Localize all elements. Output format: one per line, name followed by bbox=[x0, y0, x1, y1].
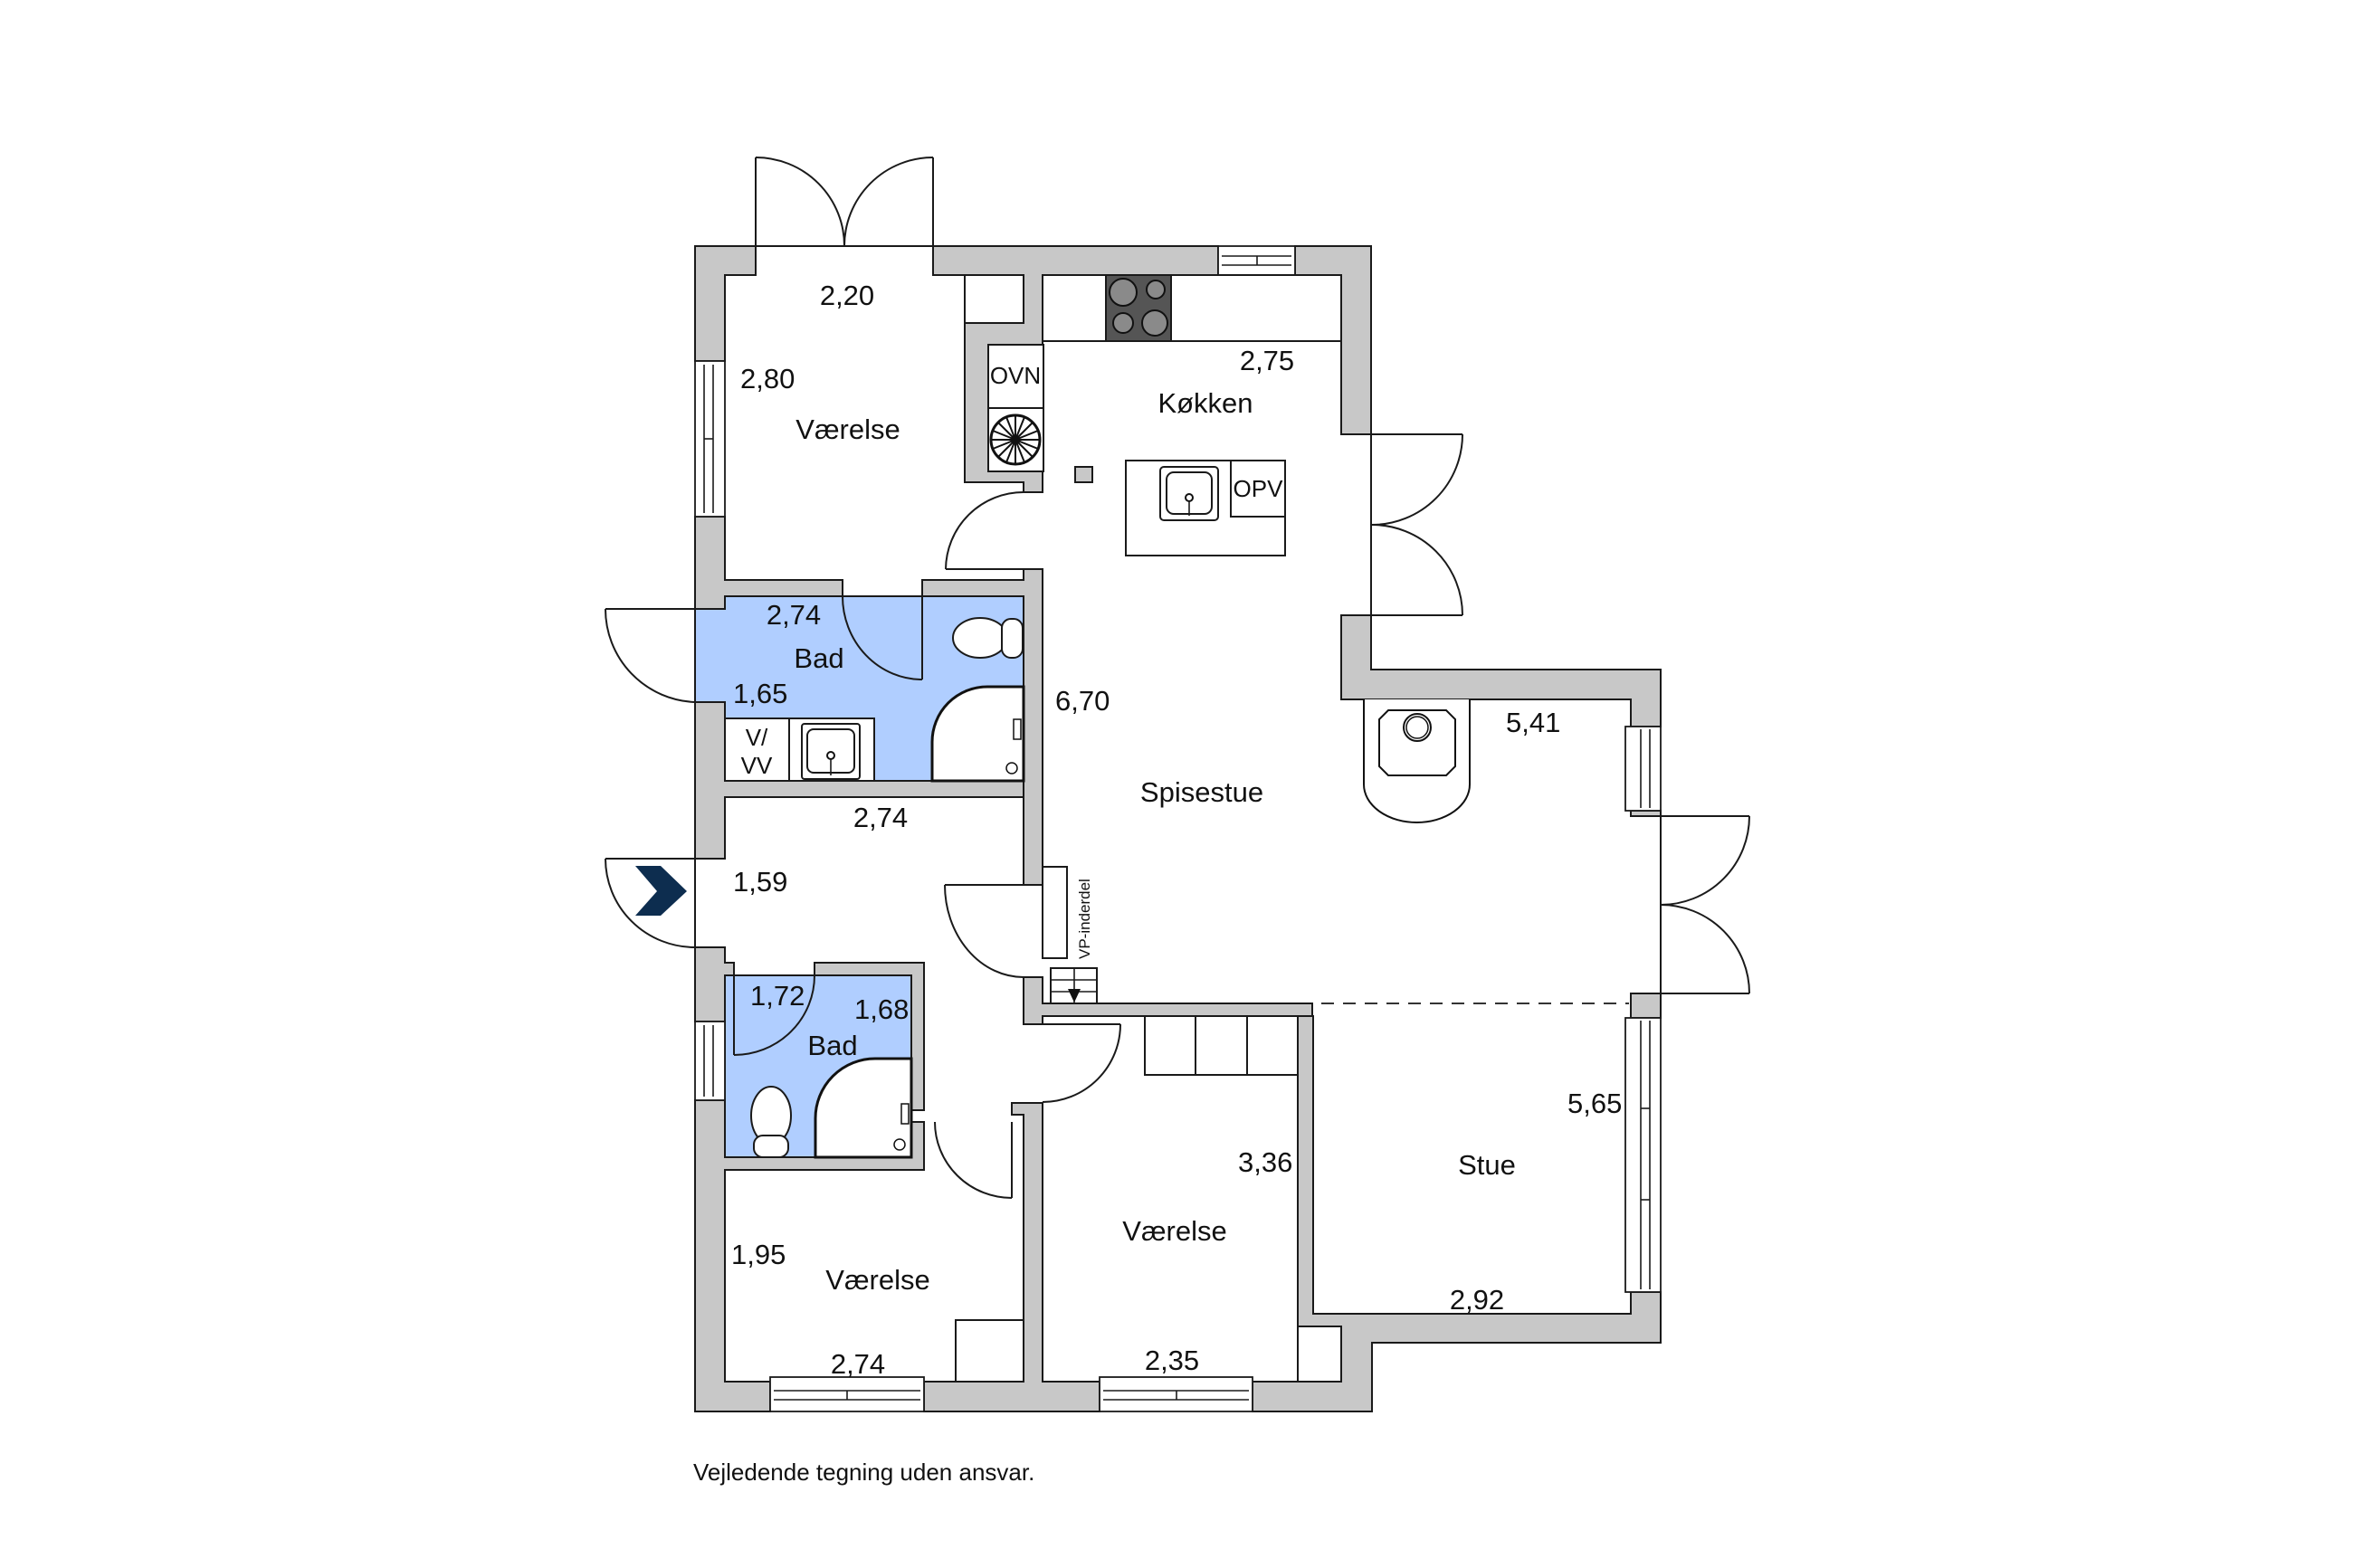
dim-bad-lower-width: 1,72 bbox=[750, 980, 805, 1012]
kitchen-fixtures: OVN OPV bbox=[964, 274, 1342, 556]
label-spisestue: Spisestue bbox=[1140, 776, 1263, 808]
dim-vaerelse-sw-width: 2,74 bbox=[831, 1348, 885, 1380]
washer-label-line2: VV bbox=[741, 752, 773, 779]
oven-label: OVN bbox=[990, 362, 1041, 389]
heat-pump-unit bbox=[1042, 866, 1068, 959]
dim-vaerelse-nw-height: 2,80 bbox=[740, 363, 795, 394]
dim-vaerelse-nw-width: 2,20 bbox=[820, 280, 874, 311]
dim-spisestue-width: 5,41 bbox=[1506, 707, 1560, 738]
dim-bad-upper-width: 2,74 bbox=[767, 599, 821, 631]
doors bbox=[605, 157, 1750, 1199]
dim-bad-lower-height: 1,68 bbox=[854, 993, 909, 1025]
wood-stove-icon bbox=[1363, 699, 1471, 823]
shower-icon bbox=[930, 685, 1025, 783]
dishwasher-label: OPV bbox=[1234, 475, 1284, 502]
label-bad-upper: Bad bbox=[794, 642, 843, 674]
sink-icon bbox=[801, 723, 861, 780]
label-vaerelse-sw: Værelse bbox=[825, 1264, 929, 1296]
label-koekken: Køkken bbox=[1157, 387, 1253, 419]
dim-koekken-width: 2,75 bbox=[1240, 345, 1294, 376]
label-bad-lower: Bad bbox=[807, 1030, 857, 1061]
lower-bath-fixtures bbox=[750, 1057, 913, 1159]
dim-vaerelse-mid-width: 2,35 bbox=[1145, 1345, 1199, 1376]
upper-bath-fixtures: V/ VV bbox=[724, 617, 1025, 783]
disclaimer-text: Vejledende tegning uden ansvar. bbox=[693, 1459, 1034, 1486]
dim-bad-upper-height: 1,65 bbox=[733, 678, 787, 709]
dim-spisestue-height: 6,70 bbox=[1055, 685, 1110, 717]
ventilation-fan-icon bbox=[989, 413, 1042, 466]
room-labels: 2,20 2,80 Værelse 2,75 Køkken 2,74 Bad 1… bbox=[731, 280, 1622, 1380]
dim-stue-width: 2,92 bbox=[1450, 1284, 1504, 1316]
washer-label-line1: V/ bbox=[746, 724, 768, 751]
entry-arrow-icon bbox=[635, 866, 687, 916]
shower-icon bbox=[814, 1057, 913, 1159]
dim-entre-height: 1,59 bbox=[733, 866, 787, 898]
closets bbox=[955, 1015, 1342, 1383]
toilet-icon bbox=[750, 1086, 792, 1158]
dim-vaerelse-mid-height: 3,36 bbox=[1238, 1146, 1292, 1178]
dim-stue-height: 5,65 bbox=[1567, 1088, 1622, 1119]
dim-vaerelse-sw-height: 1,95 bbox=[731, 1239, 786, 1270]
label-vaerelse-nw: Værelse bbox=[795, 413, 900, 445]
dim-entre-width: 2,74 bbox=[853, 802, 908, 833]
oven bbox=[987, 344, 1044, 409]
heat-pump-label: VP-inderdel bbox=[1076, 879, 1093, 959]
windows bbox=[694, 245, 1662, 1412]
label-vaerelse-mid: Værelse bbox=[1122, 1215, 1226, 1247]
toilet-icon bbox=[952, 617, 1024, 659]
cooktop-icon bbox=[1105, 274, 1172, 342]
label-stue: Stue bbox=[1458, 1149, 1516, 1181]
stairs-down-icon bbox=[1050, 967, 1098, 1004]
sink-icon bbox=[1159, 466, 1219, 521]
